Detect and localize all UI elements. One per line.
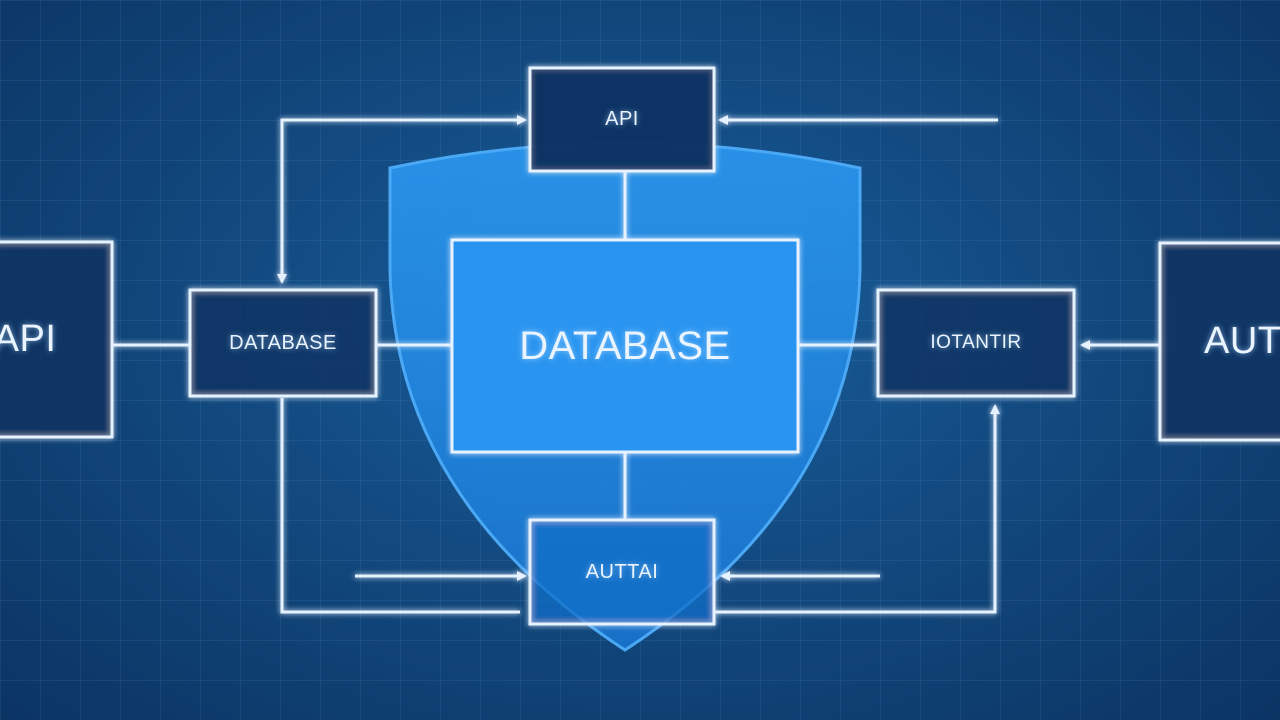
node-label-left-edge: API xyxy=(0,318,57,360)
node-label-center: DATABASE xyxy=(519,323,731,368)
node-label-bottom: AUTTAI xyxy=(585,560,659,583)
node-label-left-mid: DATABASE xyxy=(229,331,337,354)
node-label-top: API xyxy=(605,108,639,130)
node-box-right-edge xyxy=(1158,241,1280,442)
connector-left-mid-to-bottom xyxy=(280,398,520,614)
node-box-bottom xyxy=(528,518,716,626)
node-box-left-edge xyxy=(0,240,114,439)
node-box-right-mid xyxy=(876,288,1076,398)
node-label-right-edge: AUT xyxy=(1204,320,1280,362)
connector-bottom-to-right-mid xyxy=(715,404,1000,614)
node-box-left-mid xyxy=(188,288,378,398)
node-box-top xyxy=(528,66,716,173)
node-label-right-mid: IOTANTIR xyxy=(930,332,1022,353)
node-box-center xyxy=(450,238,800,454)
